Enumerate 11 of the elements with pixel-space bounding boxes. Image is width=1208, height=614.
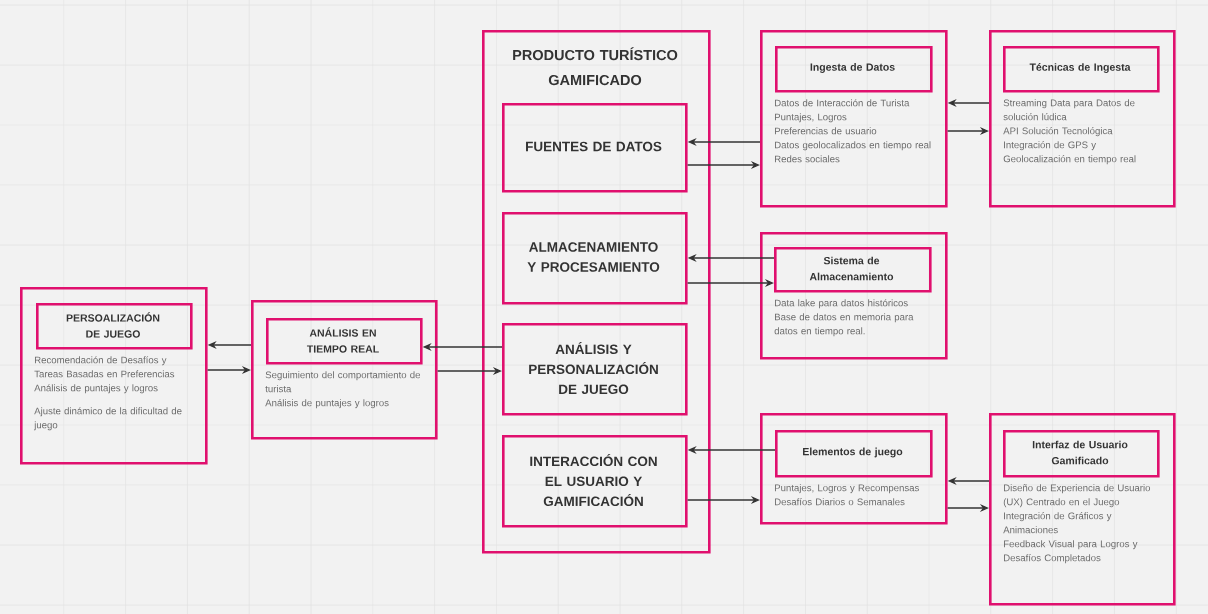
header-box: Interfaz de Usuario Gamificado — [1003, 430, 1160, 478]
section-box: ANÁLISIS Y PERSONALIZACIÓN DE JUEGO — [502, 323, 688, 416]
section-box: ALMACENAMIENTO Y PROCESAMIENTO — [502, 212, 688, 305]
header-box: Técnicas de Ingesta — [1003, 46, 1160, 93]
header-box: Sistema de Almacenamiento — [774, 247, 932, 293]
header-box: Elementos de juego — [775, 430, 933, 478]
header-box: ANÁLISIS EN TIEMPO REAL — [266, 318, 423, 365]
header-box: Ingesta de Datos — [775, 46, 933, 93]
section-box: INTERACCIÓN CON EL USUARIO Y GAMIFICACIÓN — [502, 435, 688, 528]
section-box: FUENTES DE DATOS — [502, 103, 688, 193]
header-box: PERSOALIZACIÓN DE JUEGO — [36, 303, 193, 350]
